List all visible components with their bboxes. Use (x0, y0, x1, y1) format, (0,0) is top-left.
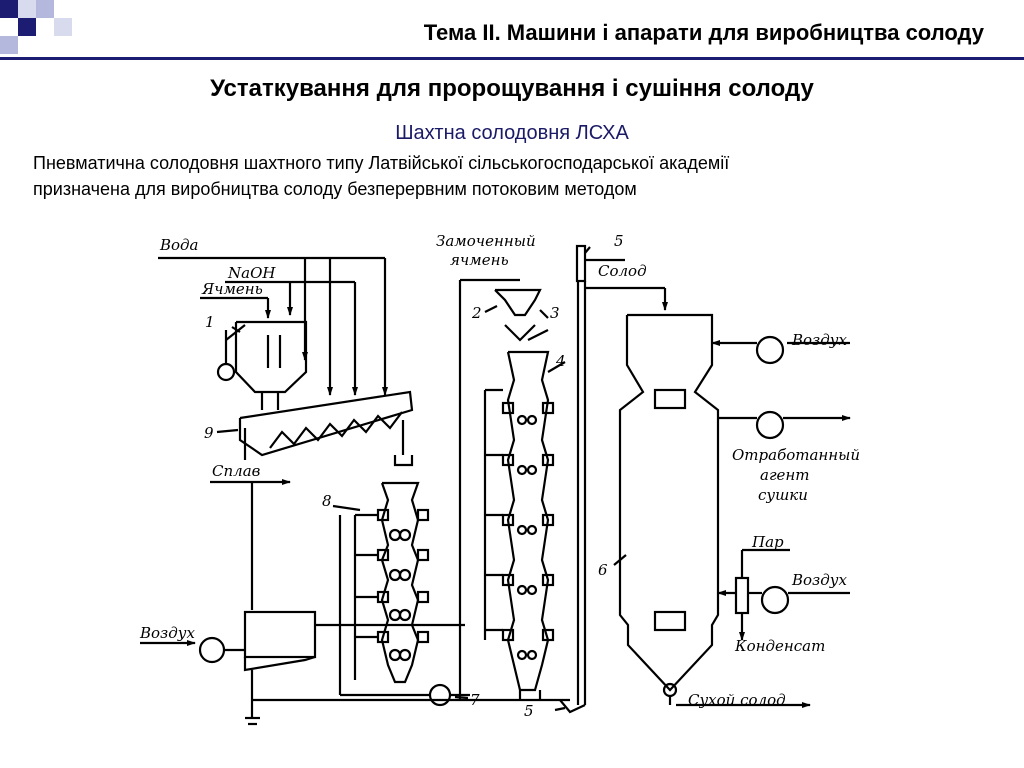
hopper-1 (216, 320, 308, 410)
corner-decoration (0, 0, 72, 54)
elevator-5 (559, 244, 668, 714)
label-float-off: Сплав (212, 462, 261, 480)
number-3: 3 (550, 304, 560, 322)
number-8: 8 (322, 492, 332, 510)
label-soaked-barley-1: Замоченный (436, 232, 536, 250)
slide-subtitle: Шахтна солодовня ЛСХА (395, 122, 629, 144)
topic-title: Тема ІІ. Машини і апарати для виробництв… (423, 20, 984, 45)
steam-heater (717, 548, 850, 641)
column-8 (376, 481, 430, 684)
blower-top (711, 335, 850, 365)
label-spent-agent-3: сушки (758, 486, 808, 504)
label-malt: Солод (598, 262, 647, 280)
air-heater-left (140, 610, 570, 726)
number-5-bottom: 5 (524, 702, 534, 720)
number-5-top: 5 (614, 232, 624, 250)
soaked-barley-line (458, 278, 549, 700)
description: Пневматична солодовня шахтного типу Латв… (33, 150, 993, 202)
naoh-line (225, 280, 358, 396)
description-line-1: Пневматична солодовня шахтного типу Латв… (33, 153, 730, 173)
label-barley: Ячмень (201, 280, 263, 298)
barley-line (200, 296, 271, 319)
kiln-6 (618, 313, 811, 708)
label-air-right: Воздух (791, 571, 847, 589)
label-air-left: Воздух (139, 624, 195, 642)
label-spent-agent-2: агент (760, 466, 810, 484)
column-8-manifold (338, 513, 470, 707)
number-9: 9 (204, 424, 214, 442)
label-dry-malt: Сухой солод (688, 691, 786, 709)
number-2: 2 (471, 304, 482, 322)
title-underline (0, 57, 1024, 60)
exhaust-fan (718, 410, 851, 440)
label-water: Вода (159, 236, 199, 254)
label-air-top: Воздух (791, 331, 847, 349)
number-4: 4 (555, 352, 566, 370)
label-condensate: Конденсат (734, 637, 825, 655)
washer-9 (210, 390, 414, 610)
slide-title: Устаткування для пророщування і сушіння … (210, 75, 814, 102)
number-6: 6 (598, 561, 608, 579)
number-7: 7 (470, 691, 480, 709)
description-line-2: призначена для виробництва солоду безпер… (33, 179, 637, 199)
number-1: 1 (205, 313, 215, 331)
column-4 (483, 350, 555, 700)
label-soaked-barley-2: ячмень (450, 251, 509, 269)
label-naoh: NaOH (227, 264, 276, 282)
label-steam: Пар (751, 533, 784, 551)
water-line (158, 256, 388, 396)
label-spent-agent-1: Отработанный (732, 446, 860, 464)
